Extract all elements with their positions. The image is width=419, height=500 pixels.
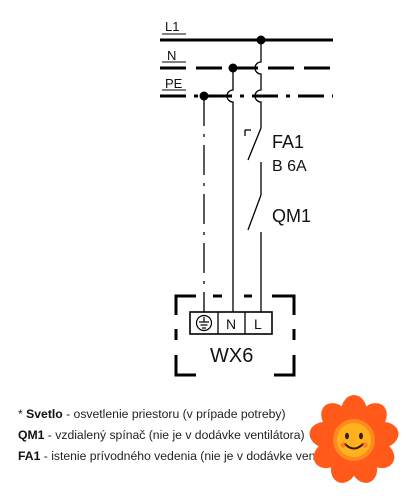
legend-description: - istenie prívodného vedenia (nie je v d… (40, 449, 357, 463)
switch-qm1-name: QM1 (272, 206, 311, 226)
breaker-fa1-name: FA1 (272, 132, 304, 152)
label-n: N (167, 48, 176, 63)
terminal-enclosure (174, 294, 296, 377)
conductor-n: N (160, 48, 333, 70)
legend-description: - vzdialený spínač (nie je v dodávke ven… (44, 428, 305, 442)
wire-l-drop (244, 40, 262, 312)
terminal-block-name: WX6 (210, 345, 253, 367)
legend-row-light: * Svetlo - osvetlenie priestoru (v prípa… (18, 407, 286, 421)
wire-n-drop (226, 68, 234, 312)
legend-term: FA1 (18, 449, 41, 463)
conductor-l1: L1 (160, 19, 333, 42)
smiling-flower-icon (309, 395, 399, 483)
conductor-pe: PE (160, 76, 333, 98)
earth-ground-icon (195, 314, 213, 332)
label-pe: PE (165, 76, 183, 91)
label-l1: L1 (165, 19, 179, 34)
switch-qm1-contact (247, 194, 262, 231)
legend-row-qm1: QM1 - vzdialený spínač (nie je v dodávke… (18, 425, 418, 446)
legend-row-fa1: FA1 - istenie prívodného vedenia (nie je… (18, 446, 418, 467)
terminal-strip: N L (189, 311, 273, 335)
legend-term: QM1 (18, 428, 45, 442)
terminal-n-label: N (226, 316, 236, 332)
breaker-fa1-contact (247, 127, 262, 161)
terminal-l-label: L (254, 316, 262, 332)
breaker-fa1-rating: B 6A (272, 158, 307, 175)
legend-description: - osvetlenie priestoru (v prípade potreb… (62, 407, 286, 421)
legend-term: Svetlo (26, 407, 63, 421)
legend: * Svetlo - osvetlenie priestoru (v prípa… (18, 404, 418, 467)
